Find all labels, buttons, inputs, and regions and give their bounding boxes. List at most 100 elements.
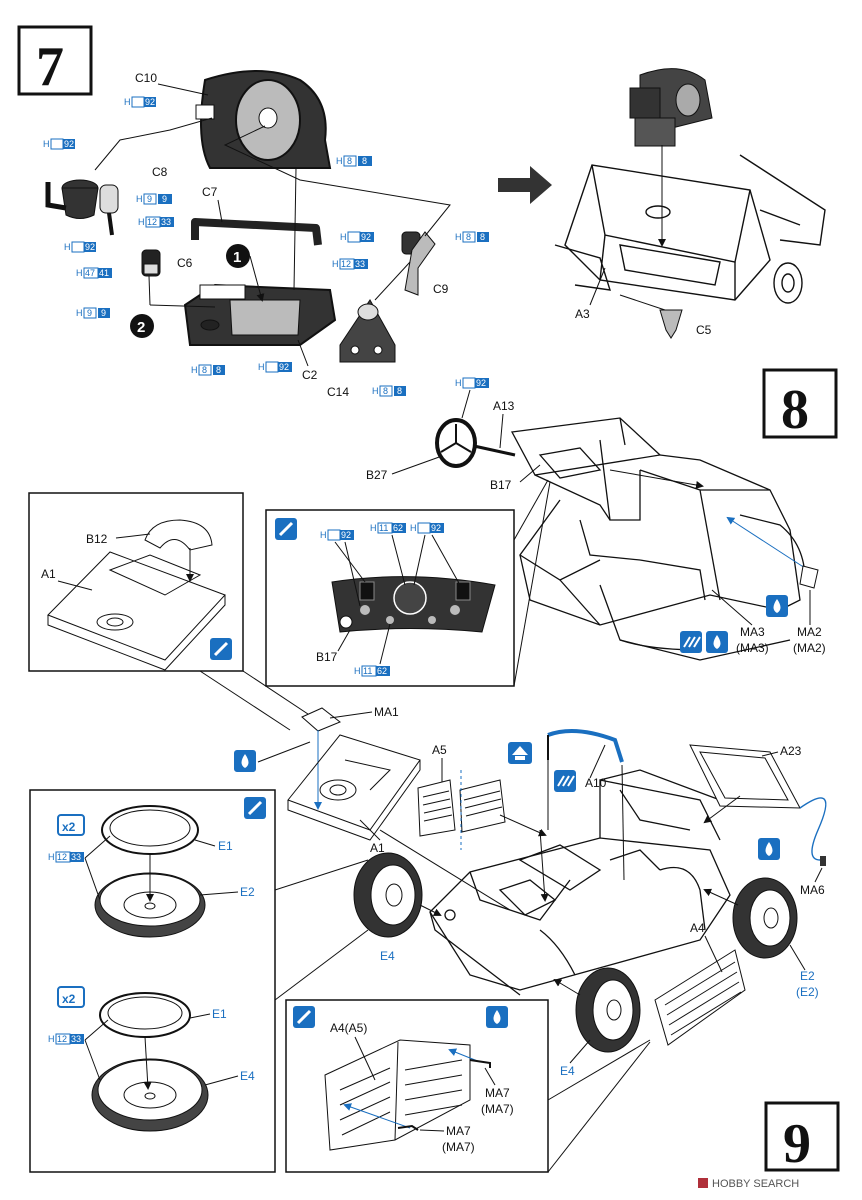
part-a1-floor [287, 734, 421, 841]
label-e2: E2 [240, 885, 255, 899]
paint-brush-icon [244, 797, 266, 819]
part-ma6-wire [799, 797, 827, 861]
svg-text:92: 92 [279, 362, 289, 372]
watermark: HOBBY SEARCH [698, 1178, 799, 1190]
svg-text:H: H [138, 217, 145, 227]
label-ma2: MA2 [797, 625, 822, 639]
part-a10-rail [547, 729, 624, 763]
label-e4-left: E4 [380, 949, 395, 963]
label-ma3-alt: (MA3) [736, 641, 769, 655]
part-e1-rim-bottom [99, 992, 191, 1038]
label-e1-bottom: E1 [212, 1007, 227, 1021]
svg-text:9: 9 [162, 194, 167, 204]
svg-text:1: 1 [233, 249, 241, 266]
svg-text:8: 8 [202, 365, 207, 375]
svg-text:12: 12 [341, 259, 351, 269]
svg-text:33: 33 [355, 259, 365, 269]
label-c10: C10 [135, 71, 157, 85]
svg-text:9: 9 [101, 308, 106, 318]
label-c5: C5 [696, 323, 712, 337]
part-ma2 [799, 565, 819, 589]
svg-text:92: 92 [341, 530, 351, 540]
part-body-step9 [429, 769, 731, 996]
label-a1-inset: A1 [41, 567, 56, 581]
label-a1: A1 [370, 841, 385, 855]
upward-arrow-icon [508, 742, 532, 764]
label-c8: C8 [152, 165, 168, 179]
svg-text:H: H [354, 666, 361, 676]
label-e2-right-alt: (E2) [796, 985, 819, 999]
step-number: 7 [36, 36, 64, 98]
svg-text:H: H [76, 268, 83, 278]
assembly-arrow [498, 166, 552, 204]
svg-text:8: 8 [362, 156, 367, 166]
svg-text:11: 11 [379, 523, 388, 533]
svg-text:H: H [124, 97, 131, 107]
svg-text:8: 8 [216, 365, 221, 375]
svg-text:9: 9 [783, 1113, 811, 1175]
label-e1-top: E1 [218, 839, 233, 853]
svg-text:92: 92 [85, 242, 95, 252]
label-ma3: MA3 [740, 625, 765, 639]
svg-text:x2: x2 [62, 992, 76, 1006]
step-8-badge: 8 [762, 368, 838, 441]
svg-text:12: 12 [57, 1034, 67, 1044]
svg-text:x2: x2 [62, 820, 76, 834]
paint-brush-icon [210, 638, 232, 660]
label-a13: A13 [493, 399, 515, 413]
svg-text:8: 8 [397, 386, 402, 396]
part-b12 [144, 519, 213, 551]
label-e4-bottom: E4 [560, 1064, 575, 1078]
part-ma7-a [469, 1059, 491, 1068]
glue-icon [706, 631, 728, 653]
label-a10: A10 [585, 776, 607, 790]
label-a4: A4 [690, 921, 705, 935]
svg-text:92: 92 [361, 232, 371, 242]
label-a3: A3 [575, 307, 590, 321]
label-c14: C14 [327, 385, 349, 399]
label-b17: B17 [490, 478, 512, 492]
decal-icon [680, 631, 702, 653]
svg-text:H: H [340, 232, 347, 242]
glue-icon [758, 838, 780, 860]
part-e1-rim-top [101, 805, 199, 855]
svg-text:62: 62 [393, 523, 403, 533]
label-ma2-alt: (MA2) [793, 641, 826, 655]
svg-text:33: 33 [71, 852, 81, 862]
part-a1-panel [47, 551, 226, 671]
svg-text:H: H [191, 365, 198, 375]
part-c8-filter [45, 179, 119, 236]
svg-text:HOBBY SEARCH: HOBBY SEARCH [712, 1178, 799, 1190]
wheel-e4-bottom [575, 967, 641, 1053]
svg-text:8: 8 [480, 232, 485, 242]
label-b12: B12 [86, 532, 108, 546]
step-9-badge: 9 [764, 1101, 840, 1175]
svg-text:11: 11 [363, 666, 372, 676]
svg-text:H: H [136, 194, 143, 204]
part-e4-tire [91, 1058, 209, 1132]
svg-text:12: 12 [57, 852, 67, 862]
svg-text:H: H [43, 139, 50, 149]
glue-icon [234, 750, 256, 772]
svg-text:H: H [455, 232, 462, 242]
svg-text:12: 12 [147, 217, 157, 227]
svg-text:H: H [48, 1034, 55, 1044]
label-a4a5: A4(A5) [330, 1021, 367, 1035]
part-a3-chassis [554, 154, 826, 304]
label-c6: C6 [177, 256, 193, 270]
part-engine-assembly [629, 68, 713, 147]
step-7-badge: 7 [17, 25, 93, 98]
label-a5: A5 [432, 743, 447, 757]
callout-2: 2 [130, 314, 154, 338]
wheel-e4-left [353, 852, 423, 938]
paint-brush-icon [275, 518, 297, 540]
